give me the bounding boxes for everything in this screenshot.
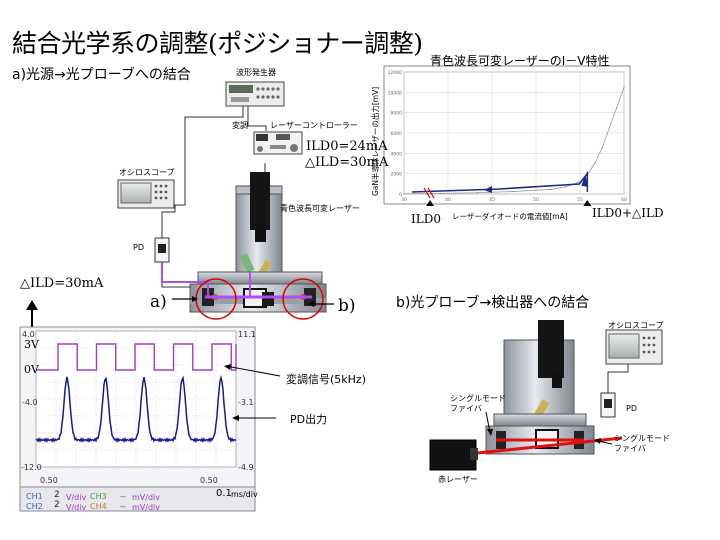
oscilloscope-b-device	[605, 329, 663, 365]
waveform-gen-label: 波形発生器	[236, 68, 276, 77]
iv-point	[513, 190, 515, 193]
ch1-val: 2	[54, 490, 60, 500]
iv-xtick-label: 45	[489, 197, 495, 203]
iv-xtick-label: 30	[401, 197, 407, 203]
scope-right-tick-2: -3.1	[238, 398, 254, 407]
laser-controller-label: レーザーコントローラー	[270, 121, 358, 130]
iv-ytick-label: 6000	[391, 131, 403, 137]
section-a-heading: a)光源→光プローブへの結合	[12, 67, 191, 83]
scope-3v-label: 3V	[24, 338, 39, 351]
section-b-heading: b)光プローブ→検出器への結合	[396, 295, 590, 311]
wire-b	[607, 364, 629, 393]
positioner-a-device	[161, 172, 327, 313]
ch2-name: CH2	[26, 502, 43, 511]
ch2-unit: V/div	[66, 503, 87, 512]
iv-ytick-label: 4000	[391, 151, 403, 157]
scope-pd-wave	[35, 374, 237, 444]
oscilloscope-a-device	[117, 179, 175, 209]
iv-xtick-label: 50	[533, 197, 539, 203]
positioner-b-device	[467, 320, 623, 456]
iv-ytick-label: 0	[399, 192, 402, 198]
pd-b-label: PD	[626, 404, 637, 413]
iv-ytick-label: 8000	[391, 111, 403, 117]
marker-b-circle	[282, 278, 324, 320]
iv-point	[476, 192, 478, 194]
pd-output-label: PD出力	[290, 413, 328, 426]
mod-signal-arrow	[225, 365, 281, 377]
iv-point	[623, 86, 625, 88]
ch4-unit: mV/div	[132, 503, 160, 512]
scope-bottom-right: 0.50	[200, 476, 218, 485]
iv-range-arrow-up	[581, 174, 589, 187]
ch1-unit: V/div	[66, 493, 87, 502]
ch3-val: --	[120, 492, 126, 501]
ch4-val: --	[120, 502, 126, 511]
iv-xtick-label: 55	[577, 197, 583, 203]
laser-controller-device	[253, 131, 303, 155]
iv-point	[440, 192, 442, 194]
iv-ild0-arrow	[426, 200, 434, 206]
iv-chart-frame	[383, 65, 631, 205]
oscilloscope-b-label: オシロスコープ	[608, 321, 664, 330]
iv-xtick-label: 60	[621, 197, 627, 203]
red-laser-label: 赤レーザー	[438, 475, 478, 484]
iv-point	[403, 193, 405, 195]
iv-ytick-label: 2000	[391, 172, 403, 178]
page-title: 結合光学系の調整(ポジショナー調整)	[12, 29, 423, 58]
iv-xtick-label: 40	[445, 197, 451, 203]
photodiode-a-device	[154, 237, 170, 263]
dild-param: △ILD=30mA	[305, 155, 389, 170]
ch3-name: CH3	[90, 492, 107, 501]
scope-timebase: 0.1	[216, 488, 232, 499]
iv-ild0-annotation: ILD0	[411, 212, 441, 226]
scope-right-tick-3: -4.9	[238, 463, 254, 472]
modulation-label: 変調	[232, 121, 248, 130]
marker-b-label: b)	[338, 296, 356, 316]
pd-a-label: PD	[133, 243, 144, 252]
sm-fiber-right-label: シングルモード ファイバ	[614, 434, 670, 453]
iv-point	[564, 186, 566, 188]
scope-mod-wave	[36, 343, 237, 371]
iv-range-curve	[411, 173, 588, 193]
scope-right-tick-1: 11.1	[238, 330, 256, 339]
sm-fiber-left-arrow	[485, 411, 491, 433]
scope-bottom-left: 0.50	[40, 476, 58, 485]
iv-point	[608, 127, 610, 129]
scope-left-tick-3: -12.0	[21, 463, 42, 472]
scope-left-tick-1: 4.0	[22, 330, 35, 339]
scope-left-tick-2: -4.0	[22, 398, 38, 407]
dild-left-label: △ILD=30mA	[20, 276, 104, 291]
sm-fiber-left-label: シングルモード ファイバ	[450, 394, 506, 413]
mod-signal-label: 変調信号(5kHz)	[286, 373, 366, 386]
iv-ild0-tick	[423, 187, 431, 199]
iv-chart-xlabel: レーザーダイオードの電流値[mA]	[452, 212, 568, 221]
scope-timebase-unit: ms/div	[231, 490, 258, 499]
red-laser-device	[429, 439, 478, 471]
iv-point	[594, 162, 596, 165]
iv-chart-title: 青色波長可変レーザーのI－V特性	[430, 54, 610, 68]
marker-a-label: a)	[150, 292, 167, 312]
ch3-unit: mV/div	[132, 493, 160, 502]
oscilloscope-a-label: オシロスコープ	[119, 168, 175, 177]
iv-point	[601, 147, 603, 149]
photodiode-b-device	[600, 392, 616, 418]
iv-range-arrow-left	[484, 186, 492, 193]
iv-point	[550, 188, 552, 191]
iv-ild0plus-arrow	[583, 200, 592, 206]
iv-ytick-label: 10000	[388, 90, 402, 96]
iv-point	[616, 106, 618, 109]
ch4-name: CH4	[90, 502, 107, 511]
ch2-val: 2	[54, 500, 60, 510]
waveform-generator-device	[225, 81, 285, 107]
iv-ytick-label: 12000	[388, 70, 402, 76]
iv-ild0-tick-2	[427, 187, 435, 199]
scope-0v-label: 0V	[24, 363, 39, 376]
scope-screen	[19, 326, 256, 512]
blue-laser-label: 青色波長可変レーザー	[280, 204, 360, 213]
ild0-param: ILD0=24mA	[306, 139, 388, 154]
ch1-name: CH1	[26, 492, 43, 501]
iv-chart-ylabel: GaN半導体レーザーの出力[mV]	[371, 86, 380, 196]
iv-ild0-plus-annotation: ILD0+△ILD	[592, 206, 664, 220]
